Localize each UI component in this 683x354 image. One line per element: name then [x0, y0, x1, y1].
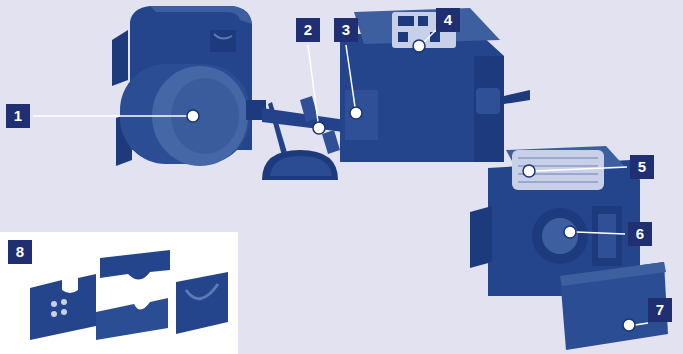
callout-number: 2	[296, 18, 320, 42]
callout-number: 8	[8, 240, 32, 264]
leader-lines	[33, 30, 648, 325]
callout-number: 7	[648, 298, 672, 322]
callout-number: 4	[436, 8, 460, 32]
callout-number: 6	[628, 222, 652, 246]
hopper-housing	[112, 6, 266, 166]
clip-inset	[0, 232, 238, 354]
callout-number: 1	[6, 104, 30, 128]
callout-number: 5	[630, 155, 654, 179]
callout-number: 3	[334, 18, 358, 42]
part-markers	[187, 40, 635, 331]
control-unit	[340, 8, 530, 162]
